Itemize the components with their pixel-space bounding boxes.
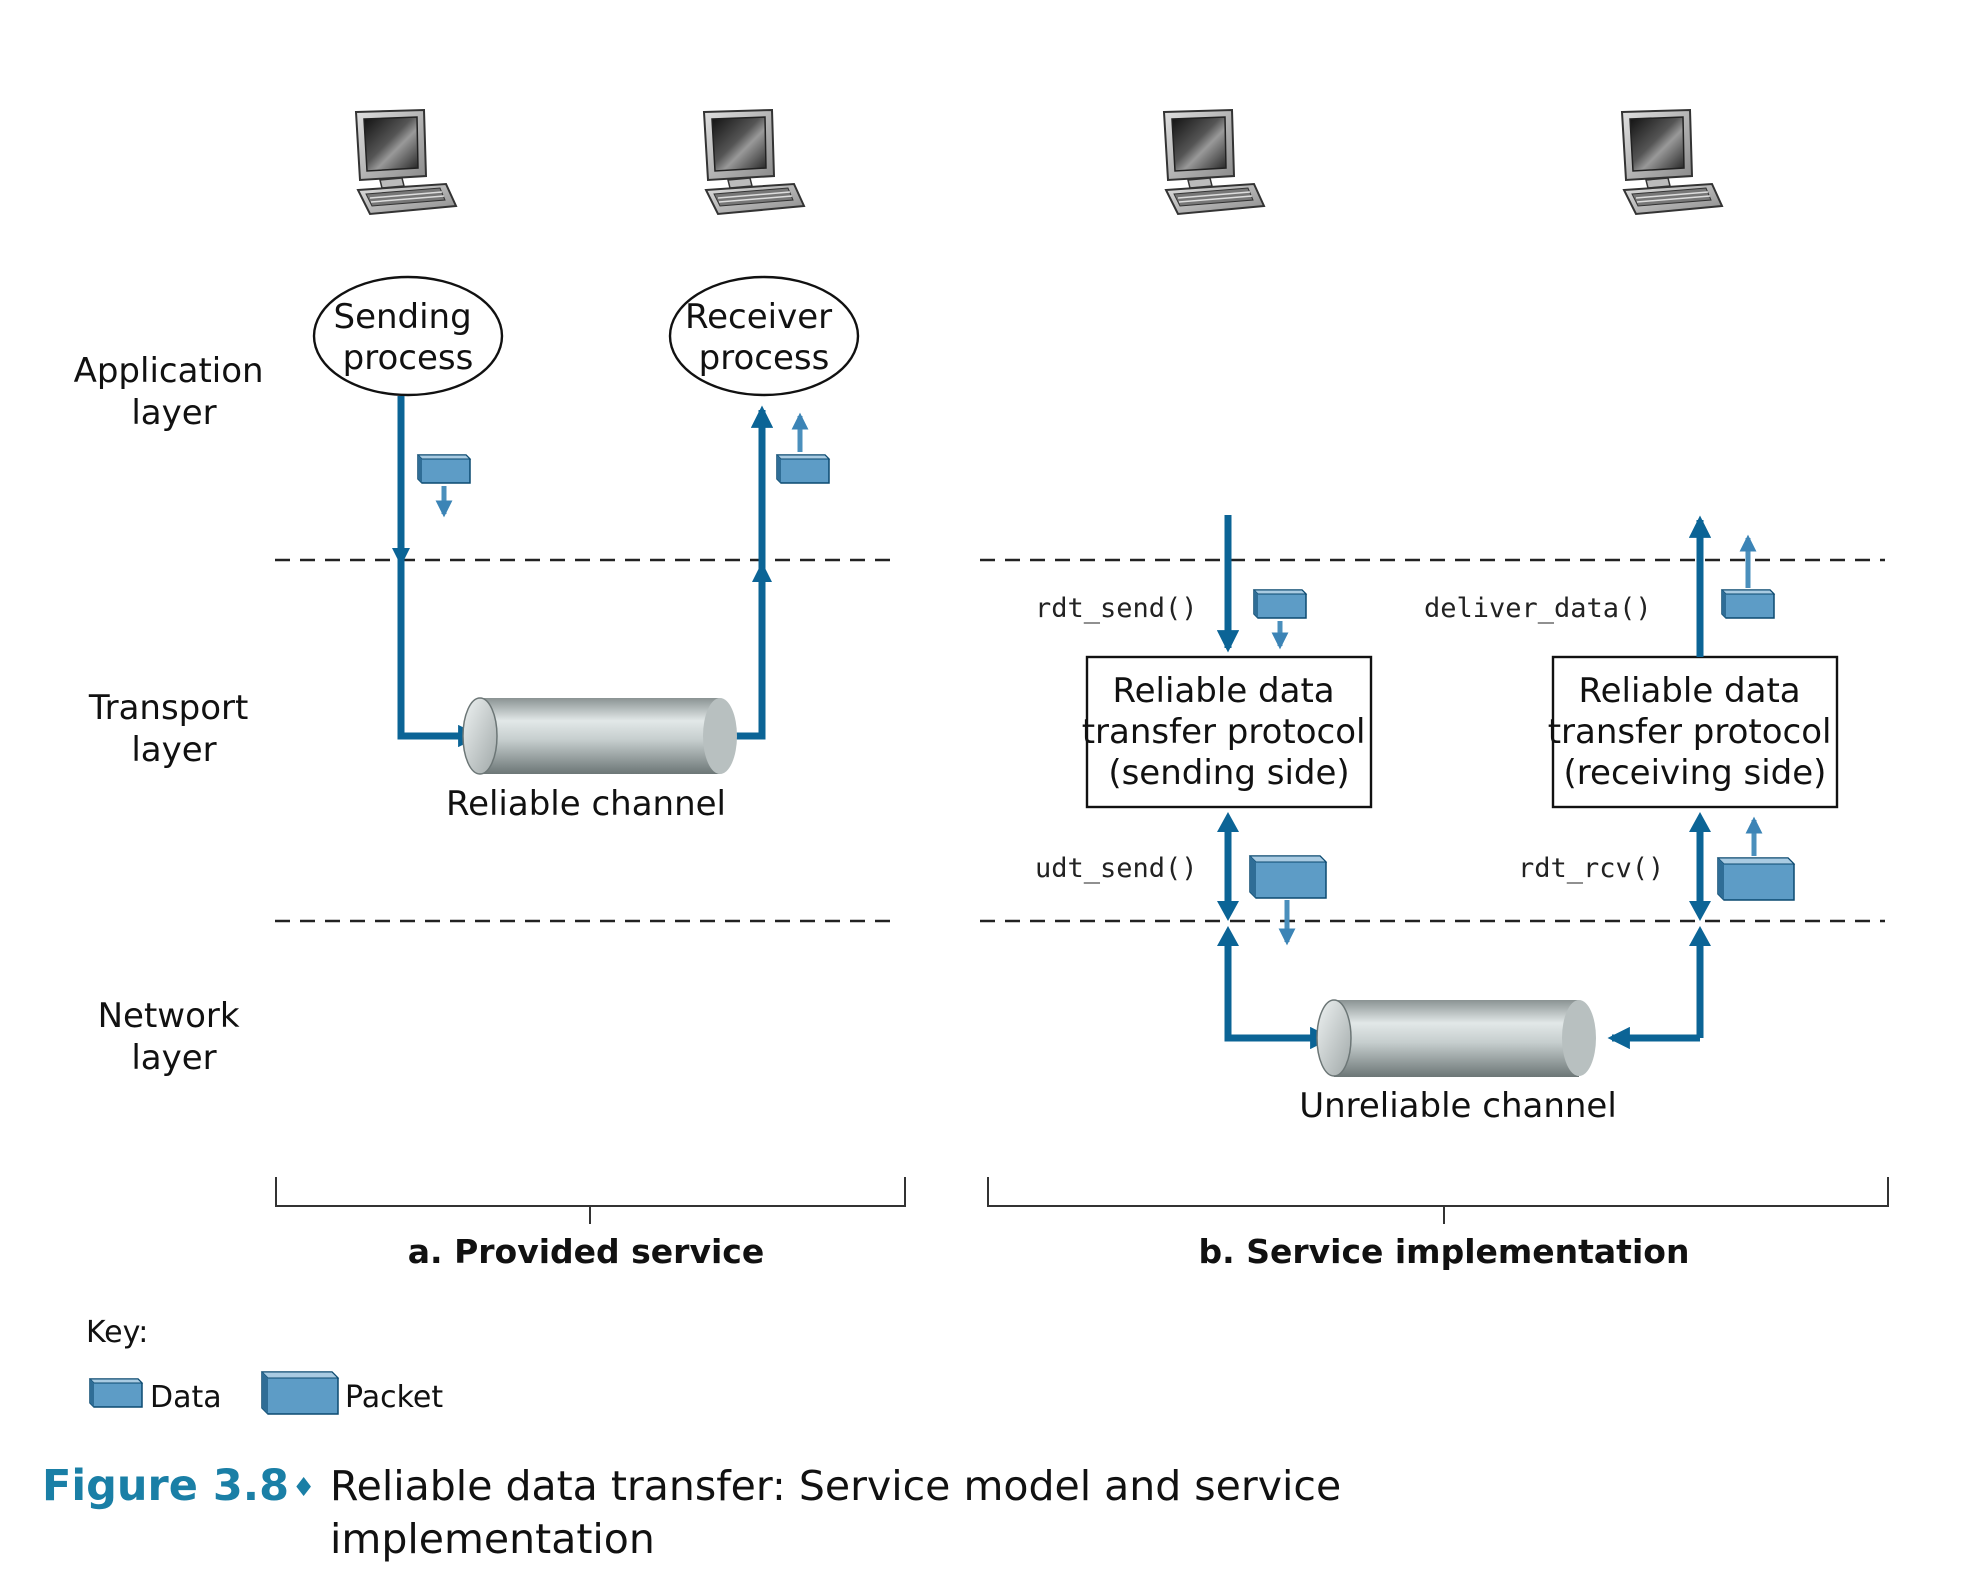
- packet-block-icon: [1717, 857, 1795, 901]
- rdt-sender-box-label: Reliable data transfer protocol (sending…: [1082, 671, 1377, 793]
- rdt-receiver-box-label: Reliable data transfer protocol (receivi…: [1548, 671, 1843, 793]
- panel-a-bracket: [275, 1177, 906, 1224]
- figure-title-line1: Reliable data transfer: Service model an…: [330, 1462, 1341, 1510]
- data-block-icon: [89, 1378, 143, 1408]
- computer-icon: [1621, 109, 1723, 215]
- receive-flow-arrow: [717, 405, 774, 740]
- receive-flow-midhead: [752, 562, 772, 582]
- data-block-icon: [1253, 589, 1307, 619]
- panel-b-bracket: [987, 1177, 1889, 1224]
- data-block-icon: [776, 454, 830, 484]
- send-flow-arrow: [397, 396, 481, 748]
- panel-a-caption: a. Provided service: [408, 1232, 764, 1271]
- sending-process-label: Sending process: [333, 297, 482, 378]
- packet-block-icon: [1249, 855, 1327, 899]
- reliable-channel-label: Reliable channel: [446, 784, 726, 824]
- computer-icon: [1163, 109, 1265, 215]
- rdt-receiver-box: [1551, 655, 1839, 809]
- send-flow-midhead: [392, 548, 410, 566]
- rdt-send-label: rdt_send(): [1035, 593, 1198, 624]
- key-packet-label: Packet: [345, 1380, 443, 1415]
- figure-title-line2: implementation: [330, 1515, 655, 1563]
- receiver-process-ellipse: [668, 275, 860, 397]
- computer-icon: [355, 109, 457, 215]
- network-layer-label: Network layer: [98, 996, 251, 1078]
- transport-layer-label: Transport layer: [88, 688, 259, 770]
- key-title: Key:: [86, 1315, 148, 1350]
- panel-b-caption: b. Service implementation: [1199, 1232, 1690, 1271]
- key-data-label: Data: [150, 1380, 222, 1415]
- figure-number: Figure 3.8: [42, 1461, 289, 1511]
- data-block-icon: [417, 454, 471, 484]
- reliable-channel-cylinder-icon: [462, 697, 737, 775]
- application-layer-label: Application layer: [74, 351, 275, 433]
- sender-to-channel-arrow: [1224, 946, 1333, 1050]
- unreliable-channel-label: Unreliable channel: [1299, 1086, 1617, 1126]
- packet-block-icon: [261, 1371, 339, 1415]
- figure-bullet: ♦: [292, 1473, 315, 1503]
- data-block-icon: [1721, 589, 1775, 619]
- computer-icon: [703, 109, 805, 215]
- rdt-sender-box: [1085, 655, 1373, 809]
- receiver-process-label: Receiver process: [685, 297, 843, 378]
- udt-send-label: udt_send(): [1035, 853, 1198, 884]
- rdt-rcv-label: rdt_rcv(): [1518, 853, 1664, 884]
- sending-process-ellipse: [312, 275, 504, 397]
- unreliable-channel-cylinder-icon: [1316, 999, 1596, 1077]
- deliver-data-label: deliver_data(): [1424, 593, 1652, 624]
